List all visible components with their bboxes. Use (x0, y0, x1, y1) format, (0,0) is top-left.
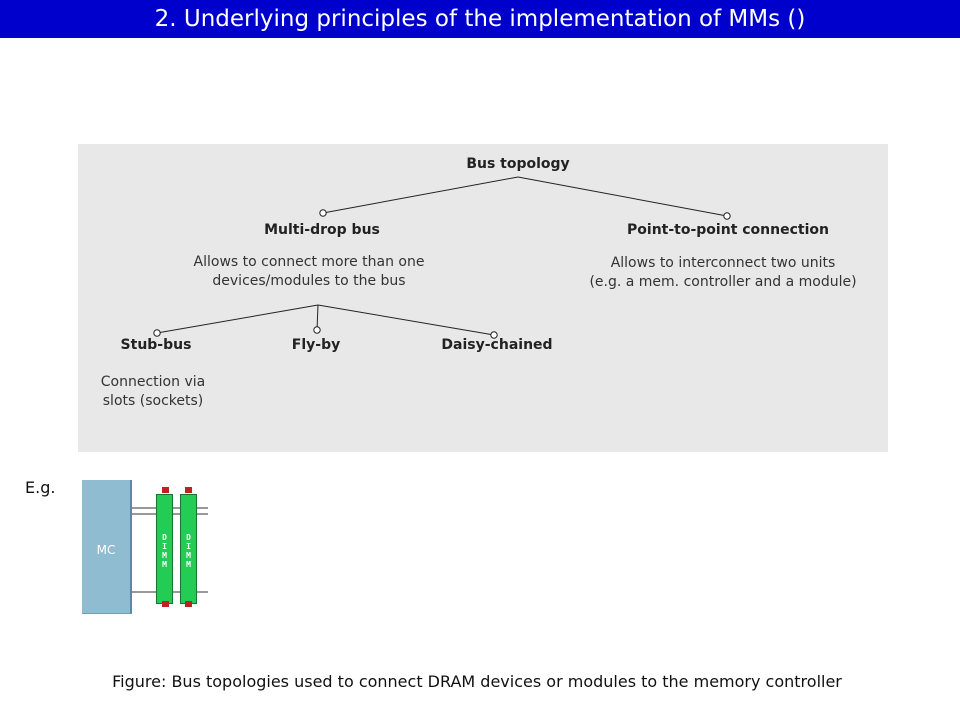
figure-caption: Figure: Bus topologies used to connect D… (112, 672, 842, 691)
node-dot-stub (153, 329, 161, 337)
node-daisy-chained: Daisy-chained (441, 337, 553, 353)
node-fly-by: Fly-by (291, 337, 341, 353)
stub-bus-description: Connection via slots (sockets) (78, 373, 228, 411)
p2p-desc-line1: Allows to interconnect two units (610, 255, 836, 271)
edge-multidrop-flyby (316, 304, 319, 331)
stub-bus-desc-line1: Connection via (100, 374, 206, 390)
node-dot-p2p (723, 212, 731, 220)
edge-multidrop-daisy (317, 304, 495, 336)
dimm1-top-pin (162, 487, 169, 493)
node-dot-daisy (490, 331, 498, 339)
p2p-description: Allows to interconnect two units (e.g. a… (555, 254, 891, 292)
edge-root-multidrop (322, 176, 519, 214)
mc-label: MC (96, 543, 116, 557)
slide-title: 2. Underlying principles of the implemen… (154, 6, 806, 32)
edge-root-p2p (517, 176, 728, 217)
node-point-to-point: Point-to-point connection (627, 222, 829, 238)
multi-drop-description: Allows to connect more than one devices/… (159, 253, 459, 291)
multi-drop-desc-line2: devices/modules to the bus (212, 273, 406, 289)
title-bar: 2. Underlying principles of the implemen… (0, 0, 960, 38)
dimm2-top-pin (185, 487, 192, 493)
node-dot-flyby (313, 326, 321, 334)
node-multi-drop-bus: Multi-drop bus (264, 222, 380, 238)
dimm2-bottom-pin (185, 601, 192, 607)
stub-bus-desc-line2: slots (sockets) (102, 393, 204, 409)
example-label: E.g. (25, 478, 56, 497)
multi-drop-desc-line1: Allows to connect more than one (193, 254, 425, 270)
node-dot-multidrop (319, 209, 327, 217)
node-stub-bus: Stub-bus (120, 337, 192, 353)
p2p-desc-line2: (e.g. a mem. controller and a module) (589, 274, 857, 290)
node-bus-topology: Bus topology (466, 156, 570, 172)
memory-controller-block: MC (82, 480, 132, 614)
topology-tree-panel (78, 144, 888, 452)
dimm1-bottom-pin (162, 601, 169, 607)
edge-multidrop-stub (156, 304, 319, 334)
